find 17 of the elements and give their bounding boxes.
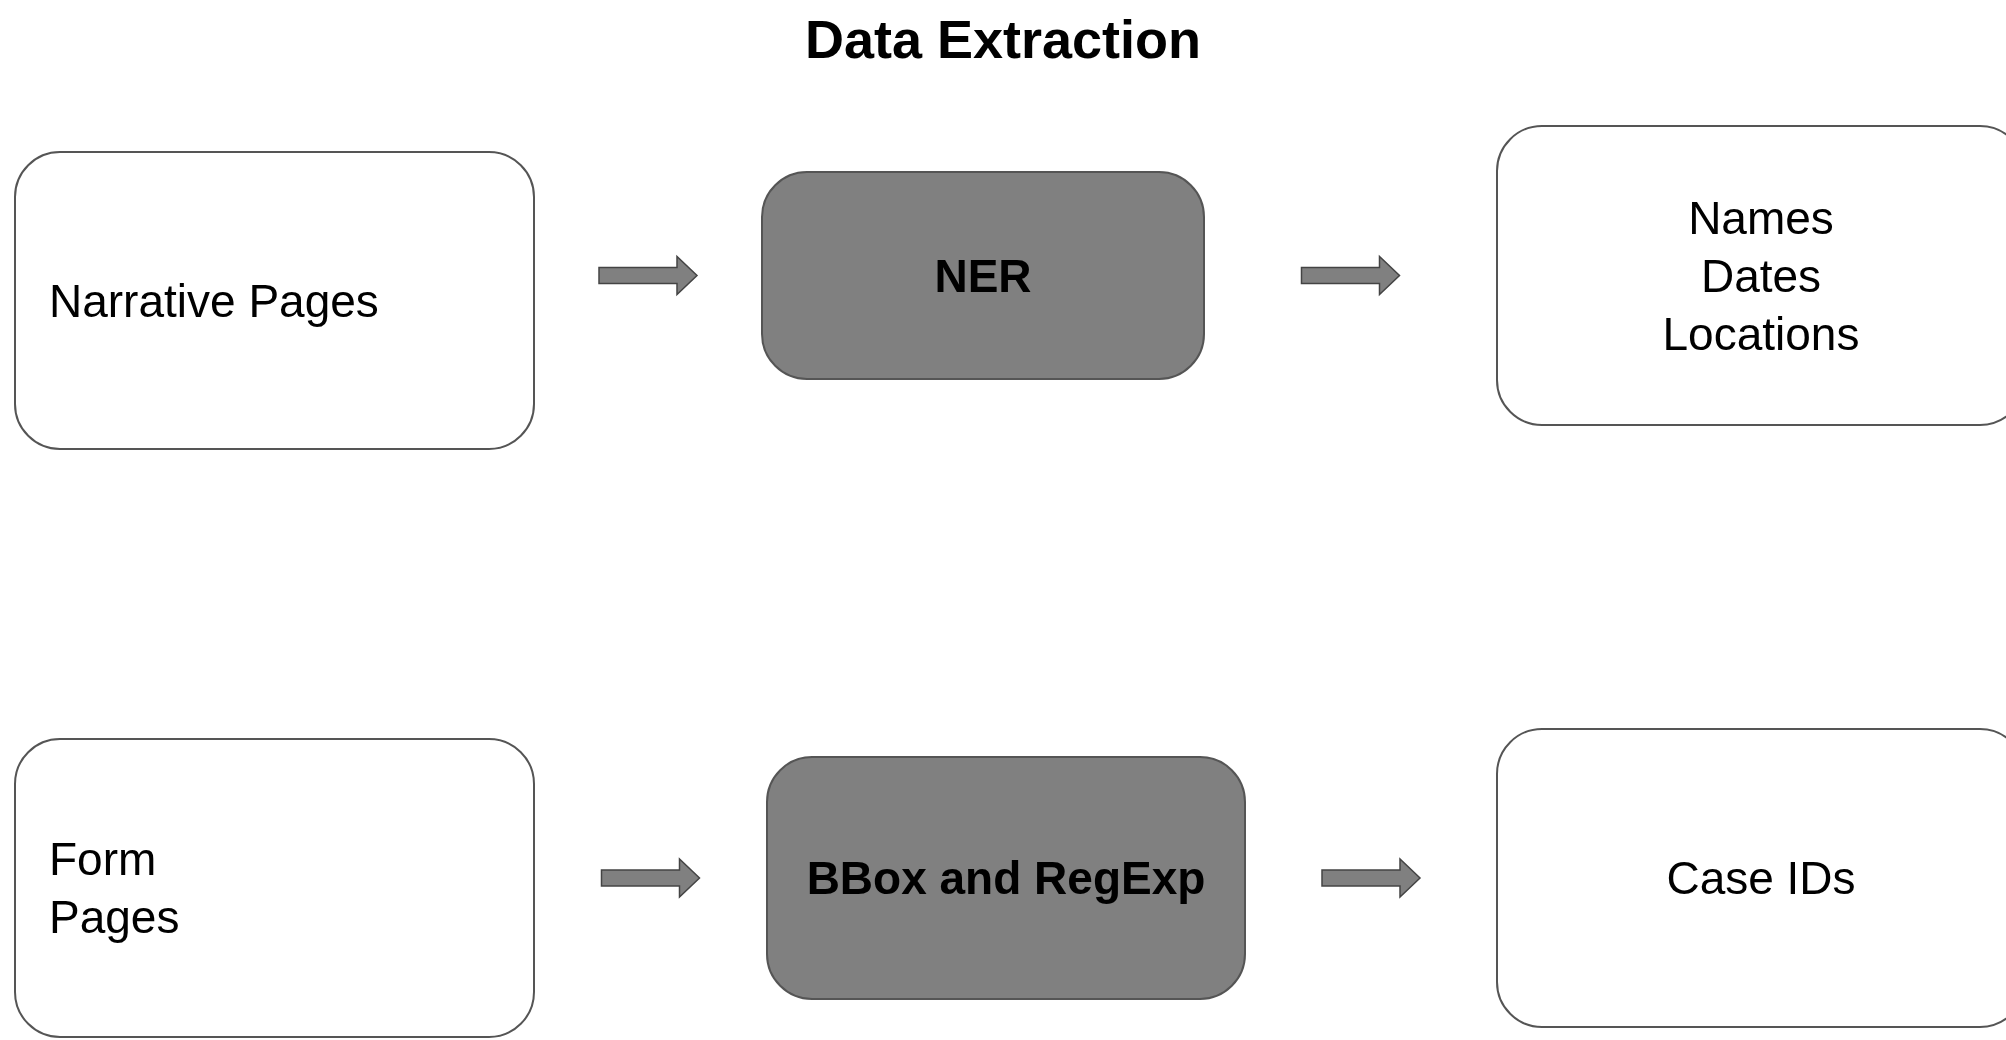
- process-box: [761, 171, 1205, 380]
- block-arrow: [598, 254, 699, 297]
- rounded-box: [14, 738, 535, 1038]
- block-arrow: [600, 857, 701, 899]
- node-label: NER: [934, 248, 1032, 304]
- rounded-box: [1496, 125, 2006, 426]
- node-label: BBox and RegExp: [806, 851, 1206, 906]
- block-arrow: [1321, 857, 1422, 899]
- diagram-title: Data Extraction: [804, 8, 1202, 71]
- block-arrow: [1300, 254, 1401, 297]
- node-label: Narrative Pages: [49, 273, 379, 329]
- node-label: Case IDs: [1666, 851, 1856, 906]
- node-label: Names Dates Locations: [1662, 190, 1860, 362]
- process-box: [766, 756, 1246, 1000]
- rounded-box: [14, 151, 535, 450]
- rounded-box: [1496, 728, 2006, 1028]
- node-label: Form Pages: [49, 832, 180, 945]
